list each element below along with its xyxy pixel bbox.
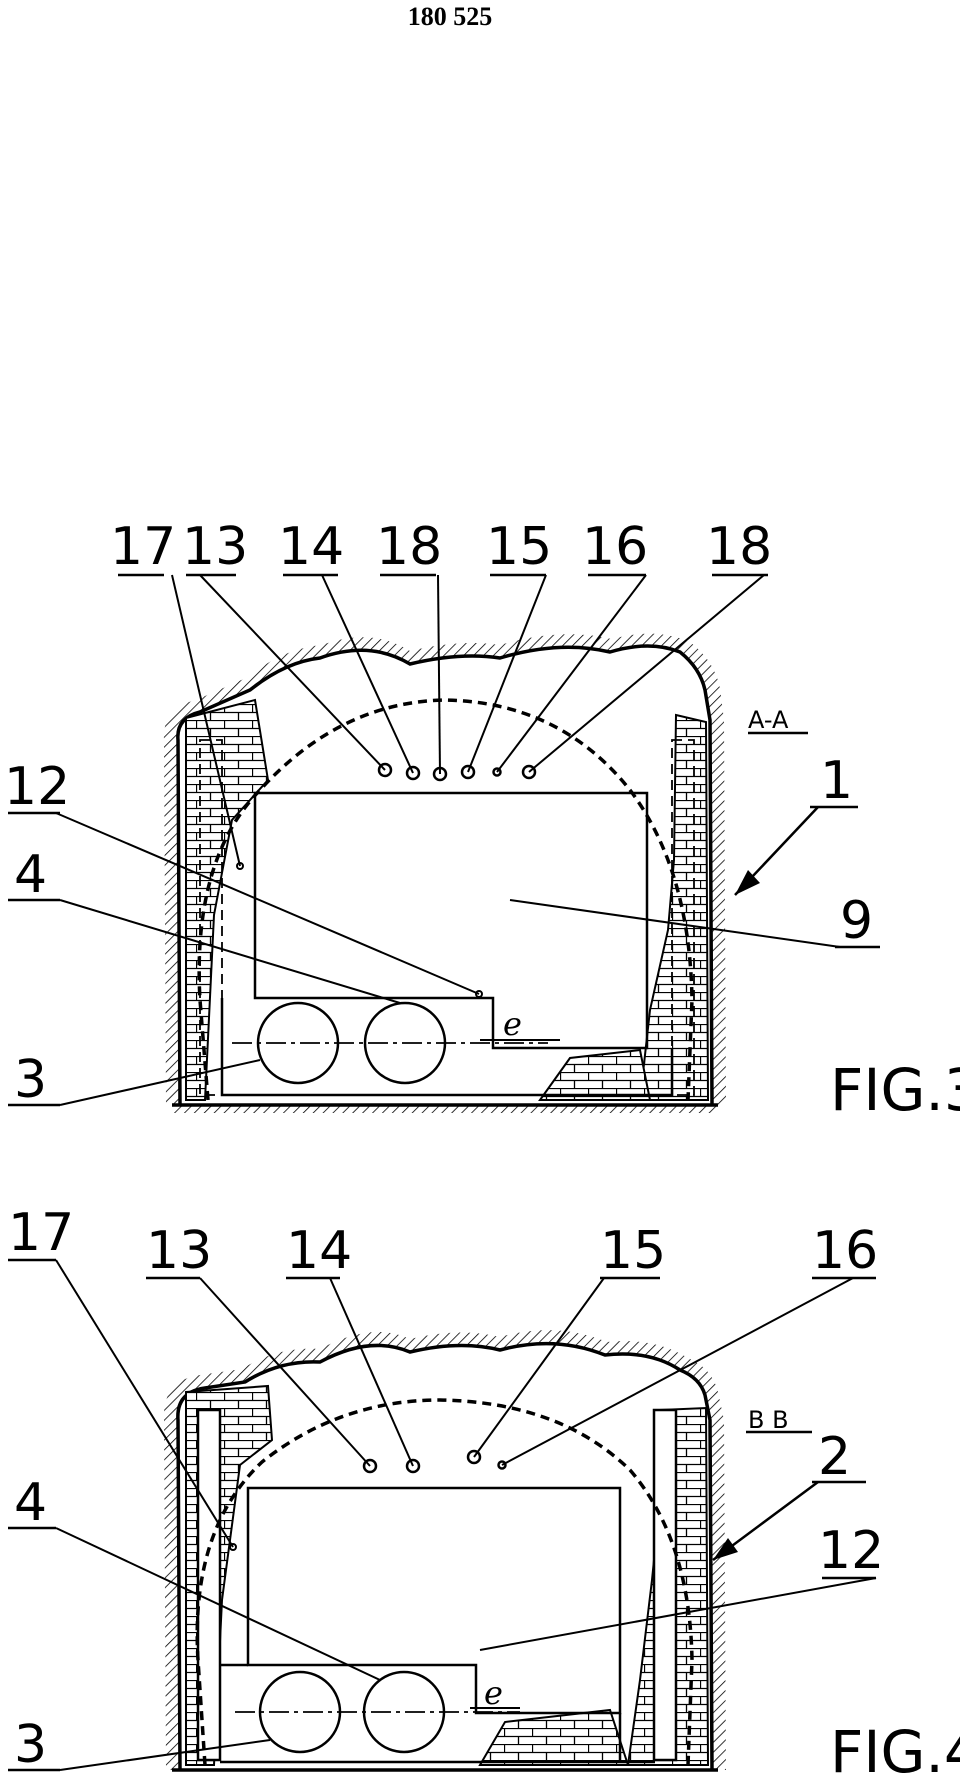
fig3-label-18b: 18 bbox=[706, 517, 772, 577]
fig3-label-1: 1 bbox=[820, 751, 853, 811]
fig4-section-label: B B bbox=[748, 1406, 789, 1434]
fig3-label-18a: 18 bbox=[376, 517, 442, 577]
fig3-brick-bottom bbox=[538, 1048, 652, 1101]
fig4-label-17: 17 bbox=[8, 1203, 74, 1263]
fig3-label-3: 3 bbox=[14, 1050, 47, 1110]
fig3-label-13: 13 bbox=[182, 517, 248, 577]
fig4-label-14: 14 bbox=[286, 1221, 352, 1281]
fig4-label-4: 4 bbox=[14, 1473, 47, 1533]
fig3-label-9: 9 bbox=[840, 891, 873, 951]
fig3-label-14: 14 bbox=[278, 517, 344, 577]
fig4-label-2: 2 bbox=[818, 1427, 851, 1487]
fig4-rock-hatch bbox=[163, 1330, 726, 1770]
fig3-shield-arc bbox=[197, 698, 694, 1101]
fig3-label-17: 17 bbox=[110, 517, 176, 577]
fig4-label-13: 13 bbox=[146, 1221, 212, 1281]
fig4-eccentricity-label: e bbox=[484, 1674, 503, 1712]
fig4-figure-label: FIG.4 bbox=[830, 1718, 960, 1779]
fig3-main-box bbox=[253, 791, 649, 1050]
fig4-pipe-holes bbox=[362, 1449, 507, 1474]
fig4-label-12: 12 bbox=[818, 1521, 884, 1581]
fig4-label-3: 3 bbox=[14, 1715, 47, 1775]
fig4-brick-bottom bbox=[478, 1708, 630, 1766]
fig4-label-15: 15 bbox=[600, 1221, 666, 1281]
fig3-eccentricity-label: e bbox=[503, 1005, 522, 1043]
fig3-drawing: 17 13 14 18 15 16 18 12 4 3 1 9 A-A e FI… bbox=[4, 517, 960, 1124]
fig4-shield-arc bbox=[195, 1398, 694, 1766]
page-number: 180 525 bbox=[407, 2, 493, 31]
fig3-label-12: 12 bbox=[4, 757, 70, 817]
fig3-figure-label: FIG.3 bbox=[830, 1056, 960, 1124]
fig3-section-label: A-A bbox=[748, 706, 789, 734]
fig4-rock-outline bbox=[176, 1341, 714, 1771]
fig4-label-16: 16 bbox=[812, 1221, 878, 1281]
fig3-label-4: 4 bbox=[14, 845, 47, 905]
fig3-label-16: 16 bbox=[582, 517, 648, 577]
fig3-brick-right bbox=[638, 713, 710, 1101]
fig3-brick-left bbox=[185, 698, 270, 1101]
fig3-pipe-holes bbox=[377, 762, 537, 782]
fig4-drawing: 17 13 14 15 16 4 2 12 3 B B e FIG.4 bbox=[8, 1203, 960, 1779]
fig3-label-15: 15 bbox=[486, 517, 552, 577]
